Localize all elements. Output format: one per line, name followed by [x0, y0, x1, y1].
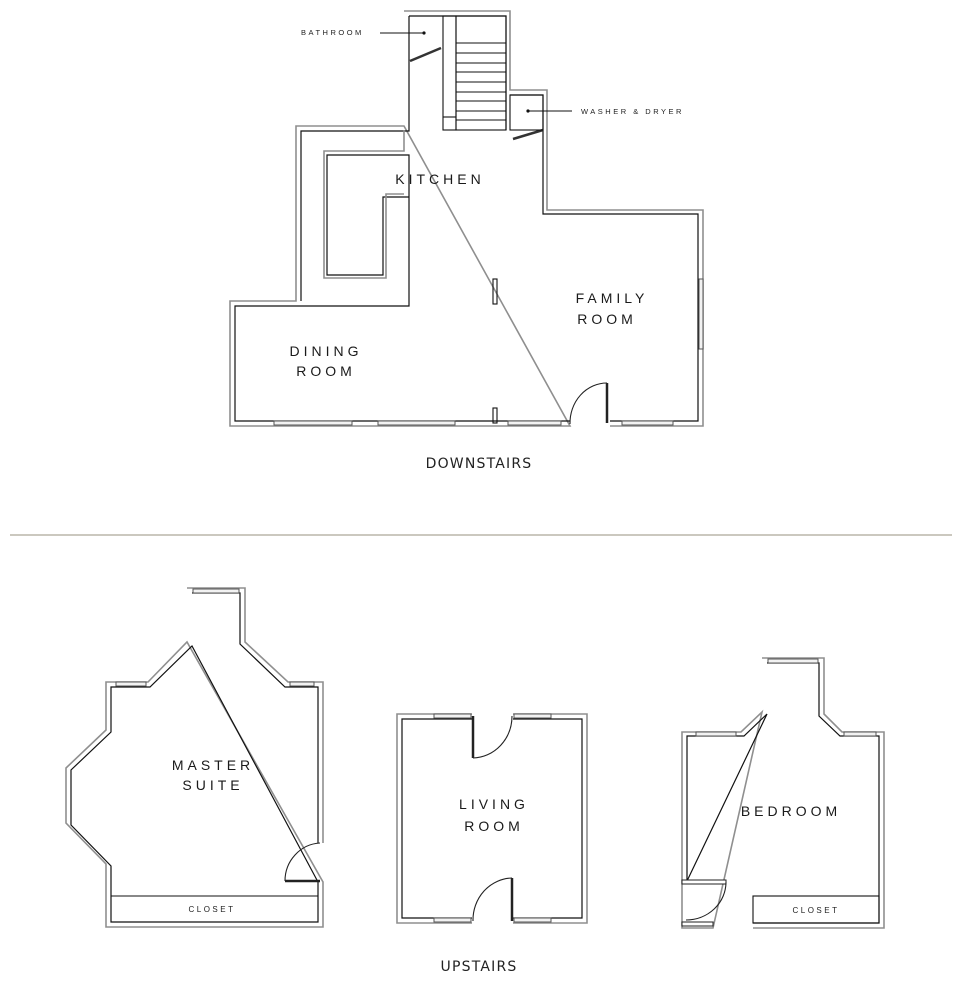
window: [115, 681, 147, 687]
living-room-bottom-door: [472, 877, 514, 922]
upstairs-section-label: UPSTAIRS: [440, 959, 518, 975]
window: [767, 658, 819, 664]
washer-dryer-door: [512, 128, 544, 141]
window: [273, 420, 353, 426]
window: [695, 731, 737, 737]
window: [377, 420, 456, 426]
living-room-label: ROOM: [464, 818, 524, 834]
svg-text:WASHER & DRYER: WASHER & DRYER: [581, 107, 684, 116]
bedroom-door: [681, 879, 727, 927]
bedroom-plan: CLOSET BEDROOM: [681, 657, 885, 929]
bathroom-door: [409, 46, 442, 63]
family-room-label: ROOM: [577, 311, 637, 327]
window: [621, 420, 674, 426]
downstairs-plan: BATHROOM WASHER & DRYER KITCHEN FAMILY R…: [229, 10, 704, 427]
svg-text:BATHROOM: BATHROOM: [301, 28, 364, 37]
window: [698, 278, 704, 350]
living-room-plan: LIVING ROOM: [396, 713, 588, 924]
master-suite-label: MASTER: [172, 757, 254, 773]
downstairs-outer-wall: [229, 10, 704, 427]
window: [843, 731, 877, 737]
master-suite-plan: CLOSET MASTER SUITE: [65, 587, 324, 928]
master-suite-label: SUITE: [182, 777, 243, 793]
window: [513, 917, 552, 923]
window: [289, 681, 315, 687]
washer-dryer-callout: WASHER & DRYER: [526, 107, 684, 116]
washer-dryer-closet: [509, 94, 544, 131]
bedroom-closet-label: CLOSET: [792, 906, 839, 915]
pillar: [492, 278, 498, 305]
wall-stub: [492, 407, 498, 424]
master-suite-door: [284, 842, 321, 883]
bedroom-label: BEDROOM: [741, 803, 841, 819]
bedroom-outer-wall: [681, 657, 885, 929]
staircase: [442, 15, 507, 131]
section-divider: [10, 534, 952, 536]
kitchen-label: KITCHEN: [395, 171, 484, 187]
dining-room-label: DINING: [290, 343, 363, 359]
master-suite-outer-wall: [65, 587, 324, 928]
window: [433, 917, 472, 923]
window: [433, 713, 472, 719]
kitchen-counter-wall: [323, 130, 405, 279]
closet-box: [752, 895, 880, 924]
living-room-label: LIVING: [459, 796, 529, 812]
downstairs-section-label: DOWNSTAIRS: [425, 456, 533, 472]
window: [192, 588, 240, 594]
window: [507, 420, 562, 426]
bathroom-callout: BATHROOM: [301, 28, 426, 37]
family-room-label: FAMILY: [576, 290, 649, 306]
window: [513, 713, 552, 719]
front-door: [569, 382, 609, 425]
downstairs-inner-wall: [234, 15, 699, 422]
master-closet-label: CLOSET: [188, 905, 235, 914]
living-room-top-door: [471, 715, 513, 759]
dining-room-label: ROOM: [296, 363, 356, 379]
